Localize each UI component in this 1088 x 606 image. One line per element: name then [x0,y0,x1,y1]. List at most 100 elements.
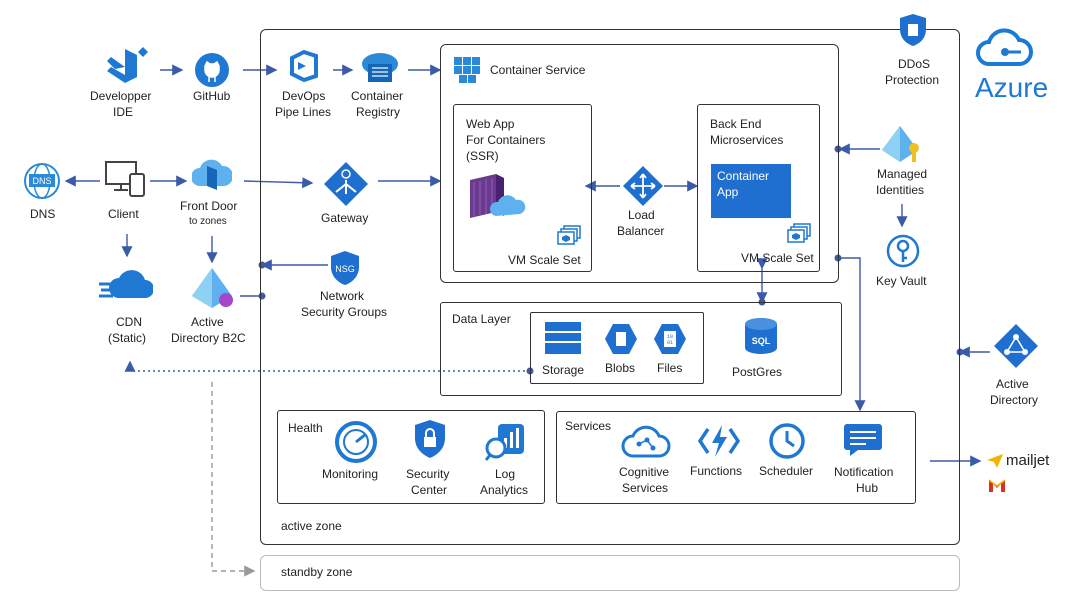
nsg-label-2: Security Groups [301,305,388,319]
dev-ide-label-2: IDE [113,105,134,119]
backend-vmss-label: VM Scale Set [741,251,814,265]
edge-storage-cdn [124,360,530,372]
mailjet-label: mailjet [1006,452,1050,469]
postgres-sql-icon: SQL [745,318,777,354]
functions-icon [698,425,740,457]
cdn-icon [99,270,153,298]
backend-label-1: Back End [710,117,762,131]
active-directory-icon [994,324,1038,368]
notification-hub-label-1: Notification [834,465,894,479]
ad-label-1: Active [996,377,1029,391]
web-app-box [453,104,592,272]
health-label: Health [288,421,323,435]
ad-b2c-label-2: Directory B2C [171,331,246,345]
svg-text:01: 01 [667,340,673,346]
cognitive-label-2: Services [622,481,669,495]
ad-b2c-label-1: Active [191,315,224,329]
backend-label-2: Microservices [710,133,784,147]
cognitive-label-1: Cognitive [619,465,670,479]
dns-label: DNS [30,207,56,221]
web-vmss-label: VM Scale Set [508,253,581,267]
edge-backend-notification [838,257,866,412]
standby-zone-box [260,555,960,591]
container-service-icon [454,57,480,83]
lb-label-2: Balancer [617,224,665,238]
edge-frontdoor-gateway [243,177,314,189]
devops-icon [290,49,318,83]
front-door-sublabel: to zones [189,216,227,227]
registry-label-1: Container [351,89,404,103]
log-analytics-label-1: Log [495,467,516,481]
postgres-label: PostGres [732,365,783,379]
security-center-label-1: Security [406,467,450,481]
backend-vmss-icon [787,223,811,243]
mi-label-1: Managed [877,167,928,181]
standby-zone-label: standby zone [281,565,353,579]
cognitive-services-icon [621,425,671,458]
lb-label-1: Load [628,208,655,222]
data-layer-label: Data Layer [452,312,511,326]
web-vmss-icon [557,225,581,245]
svg-text:SQL: SQL [752,336,771,346]
edge-standby [211,382,256,577]
github-label: GitHub [193,89,231,103]
data-layer-box [440,302,842,396]
functions-label: Functions [690,464,743,478]
health-box [277,410,545,504]
client-devices-icon [105,161,145,197]
scheduler-label: Scheduler [759,464,814,478]
ddos-shield-icon [900,14,926,46]
managed-identities-icon [882,126,919,162]
active-zone-label: active zone [281,519,342,533]
ddos-label-1: DDoS [898,57,931,71]
scheduler-clock-icon [769,423,805,459]
ad-b2c-icon [192,268,233,308]
web-app-label-1: Web App [466,117,515,131]
nsg-shield-icon: NSG [331,251,359,285]
cdn-label-1: CDN [116,315,142,329]
mailjet-plane-icon [987,454,1003,468]
azure-wordmark: Azure [975,72,1049,103]
storage-label: Storage [542,363,585,377]
security-center-icon [415,420,445,458]
log-analytics-icon [484,424,524,461]
web-app-label-2: For Containers [466,133,546,147]
key-vault-label: Key Vault [876,274,927,288]
services-label: Services [565,419,612,433]
cdn-label-2: (Static) [108,331,147,345]
monitoring-gauge-icon [335,421,377,463]
log-analytics-label-2: Analytics [480,483,529,497]
blobs-label: Blobs [605,361,636,375]
container-service-box [440,44,839,283]
storage-icon [545,322,581,354]
web-app-containers-icon [470,174,526,218]
security-center-label-2: Center [411,483,448,497]
files-icon: 10 01 [654,324,686,354]
devops-label-2: Pipe Lines [275,105,332,119]
notification-hub-label-2: Hub [856,481,879,495]
web-app-label-3: (SSR) [466,149,499,163]
notification-hub-icon [844,424,882,456]
github-icon [195,53,229,87]
services-box [556,411,916,504]
client-label: Client [108,207,139,221]
gateway-label: Gateway [321,211,369,225]
svg-text:10: 10 [667,334,673,340]
mi-label-2: Identities [876,183,925,197]
files-label: Files [657,361,683,375]
svg-text:DNS: DNS [32,176,51,186]
front-door-label: Front Door [180,199,238,213]
dns-icon: DNS [24,163,60,199]
container-app-tile: Container App [711,164,791,218]
ddos-label-2: Protection [885,73,940,87]
container-registry-icon [362,53,398,82]
monitoring-label: Monitoring [322,467,379,481]
key-vault-icon [886,234,920,268]
blobs-icon [605,324,637,354]
storage-subbox [530,312,704,384]
gateway-icon [324,162,368,206]
front-door-icon [192,159,232,190]
container-service-label: Container Service [490,63,586,77]
svg-text:NSG: NSG [335,264,355,274]
load-balancer-icon [623,166,663,206]
